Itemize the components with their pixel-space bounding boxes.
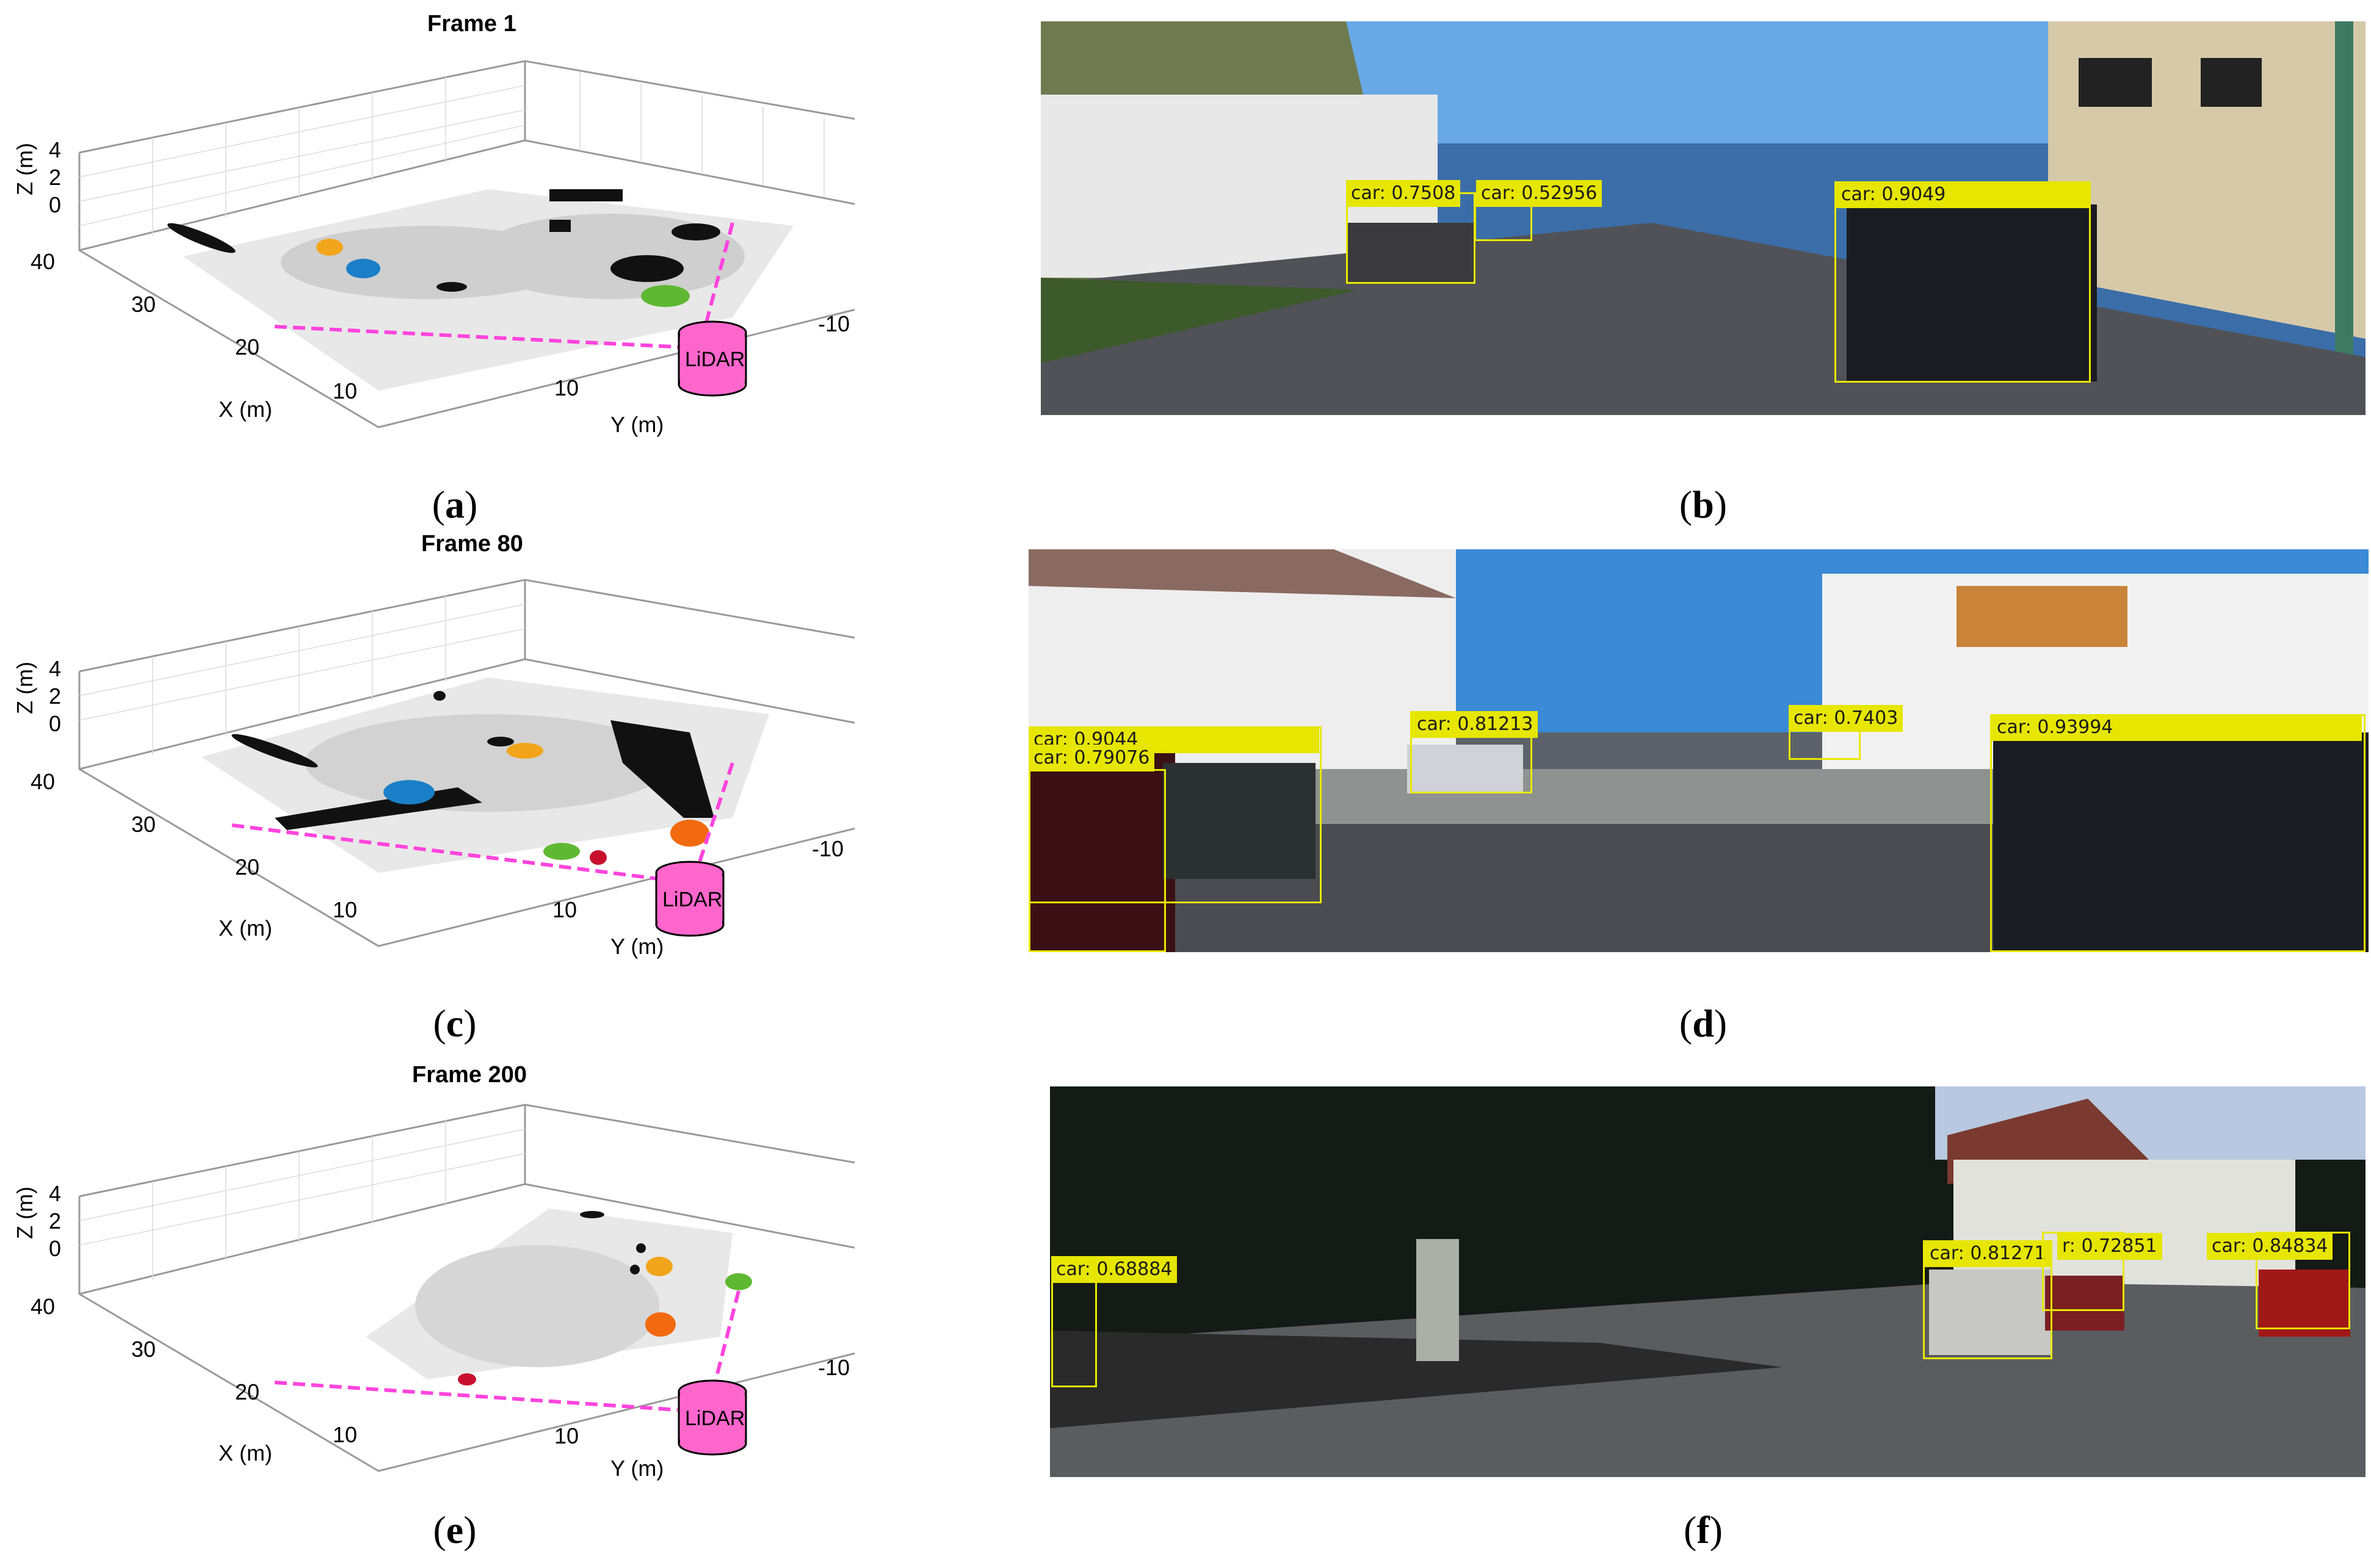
detection-label: car: 0.84834: [2207, 1233, 2333, 1260]
z-tick: 2: [49, 684, 62, 709]
caption-b: (b): [1679, 483, 1728, 526]
detection-label: car: 0.93994: [1992, 714, 2362, 741]
y-tick: -10: [818, 311, 850, 336]
caption-a: (a): [432, 483, 478, 526]
y-tick: 10: [554, 1423, 579, 1448]
z-tick: 2: [49, 1209, 62, 1234]
lidar-sensor-icon: [678, 320, 747, 397]
plot-svg-e: [78, 1104, 855, 1472]
x-axis-label: X (m): [219, 397, 272, 422]
y-tick: -10: [812, 836, 844, 861]
x-tick: 40: [31, 1294, 56, 1319]
camera-image-frame-200: car: 0.68884 car: 0.81271 r: 0.72851 car…: [1050, 1086, 2366, 1477]
x-tick: 30: [131, 1337, 156, 1362]
lidar-plot-frame-80: Frame 80 LiDAR Z (m) 4 2 0 40 30 20 10 X…: [0, 531, 855, 1007]
z-axis-label: Z (m): [12, 662, 37, 714]
lidar-plot-frame-1: Frame 1 LiDAR Z (m) 4 2 0 40 30 20 10 X …: [0, 0, 855, 476]
detection-label: car: 0.7403: [1789, 705, 1903, 732]
y-tick: 10: [552, 897, 577, 922]
z-tick: 4: [49, 137, 62, 162]
plot-title: Frame 80: [421, 531, 523, 557]
plot-title: Frame 1: [427, 11, 516, 37]
y-tick: 10: [554, 375, 579, 400]
x-tick: 40: [31, 249, 56, 274]
detection-label: car: 0.52956: [1476, 180, 1602, 207]
x-tick: 10: [333, 1422, 358, 1447]
sensor-label: LiDAR: [685, 348, 745, 371]
z-tick: 0: [49, 1236, 62, 1261]
detection-label: car: 0.79076: [1029, 745, 1155, 771]
z-axis-label: Z (m): [12, 1187, 37, 1239]
z-tick: 4: [49, 656, 62, 681]
lidar-plot-frame-200: Frame 200 LiDAR Z (m) 4 2 0 40 30 20 10 …: [0, 1050, 855, 1526]
plot-svg-c: [78, 579, 855, 947]
plot-svg-a: [78, 60, 855, 428]
detection-label: r: 0.72851: [2057, 1233, 2162, 1260]
x-tick: 40: [31, 769, 56, 794]
detection-box: [1834, 181, 2091, 383]
z-tick: 0: [49, 192, 62, 217]
z-tick: 0: [49, 711, 62, 736]
detection-box: [1990, 714, 2366, 952]
x-tick: 10: [333, 378, 358, 403]
detection-box: [2256, 1232, 2350, 1329]
detection-box: [1029, 769, 1166, 952]
detection-label: car: 0.81271: [1925, 1240, 2051, 1267]
y-axis-label: Y (m): [610, 412, 664, 437]
detection-label: car: 0.81213: [1412, 711, 1538, 738]
x-tick: 10: [333, 897, 358, 922]
caption-e: (e): [433, 1508, 477, 1552]
plot-title: Frame 200: [412, 1062, 527, 1088]
sensor-label: LiDAR: [662, 888, 723, 911]
caption-c: (c): [433, 1002, 477, 1045]
z-tick: 4: [49, 1181, 62, 1206]
caption-f: (f): [1684, 1508, 1723, 1552]
x-tick: 30: [131, 812, 156, 837]
detection-label: car: 0.9049: [1836, 181, 2090, 208]
caption-d: (d): [1679, 1002, 1728, 1045]
detection-box: [2042, 1232, 2124, 1311]
x-tick: 20: [235, 334, 260, 359]
x-axis-label: X (m): [219, 1440, 272, 1465]
z-tick: 2: [49, 165, 62, 190]
x-tick: 20: [235, 1379, 260, 1404]
detection-label: car: 0.68884: [1051, 1256, 1178, 1283]
detection-label: car: 0.7508: [1346, 180, 1461, 207]
x-axis-label: X (m): [219, 916, 272, 941]
y-tick: -10: [818, 1355, 850, 1380]
z-axis-label: Z (m): [12, 143, 37, 195]
y-axis-label: Y (m): [610, 1456, 664, 1481]
x-tick: 30: [131, 292, 156, 317]
camera-image-frame-80: car: 0.9044 car: 0.79076 car: 0.81213 ca…: [1029, 549, 2369, 952]
camera-image-frame-1: car: 0.7508 car: 0.52956 car: 0.9049: [1041, 21, 2366, 415]
x-tick: 20: [235, 854, 260, 880]
y-axis-label: Y (m): [610, 934, 664, 959]
sensor-label: LiDAR: [685, 1407, 745, 1430]
